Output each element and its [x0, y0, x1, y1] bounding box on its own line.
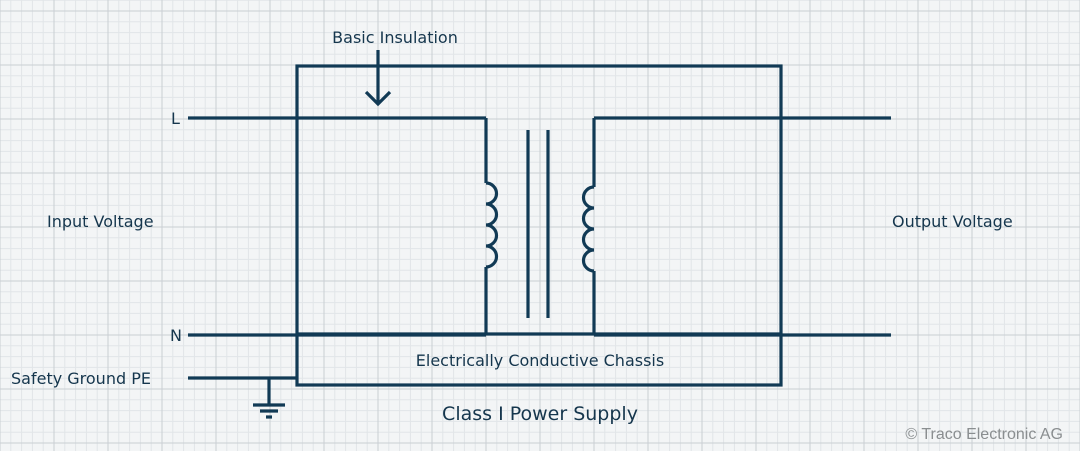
line-label: L — [171, 109, 180, 128]
secondary-coil — [581, 185, 595, 273]
input-voltage-label: Input Voltage — [47, 212, 154, 231]
ground-icon — [253, 378, 285, 419]
copyright-notice: © Traco Electronic AG — [905, 426, 1063, 443]
safety-ground-label: Safety Ground PE — [11, 369, 151, 388]
primary-coil — [485, 181, 499, 269]
insulation-arrow-icon — [364, 50, 392, 107]
chassis-label: Electrically Conductive Chassis — [416, 351, 664, 370]
output-voltage-label: Output Voltage — [892, 212, 1013, 231]
diagram-title: Class I Power Supply — [442, 403, 638, 425]
basic-insulation-label: Basic Insulation — [332, 28, 458, 47]
neutral-label: N — [170, 326, 182, 345]
enclosure-chassis — [295, 64, 783, 387]
